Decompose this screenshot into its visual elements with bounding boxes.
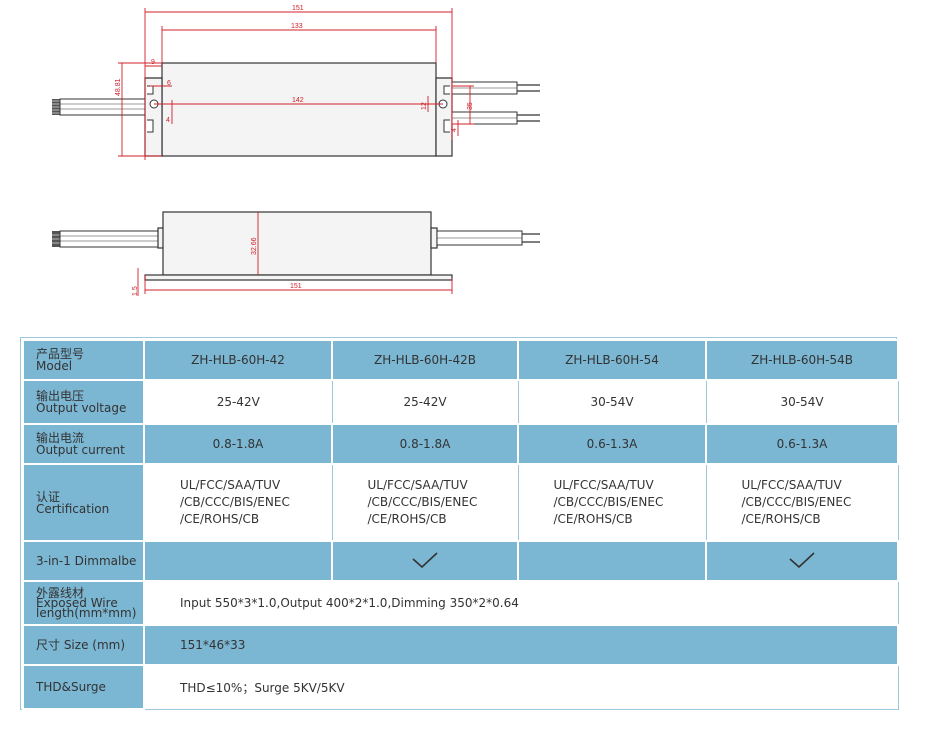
dim-slot-a: 6: [167, 80, 171, 87]
model-4: ZH-HLB-60H-54B: [705, 339, 899, 381]
row-voltage: 输出电压 Output voltage 25-42V 25-42V 30-54V…: [22, 379, 899, 425]
voltage-label: 输出电压 Output voltage: [22, 379, 145, 425]
checkmark-icon: [789, 551, 815, 568]
side-view: 32.66 151 1.5: [52, 211, 540, 296]
certification-label: 认证 Certification: [22, 463, 145, 542]
certification-2: UL/FCC/SAA/TUV /CB/CCC/BIS/ENEC /CE/ROHS…: [331, 463, 519, 542]
voltage-2: 25-42V: [331, 379, 519, 425]
size-value: 151*46*33: [143, 624, 899, 666]
voltage-3: 30-54V: [517, 379, 707, 425]
row-thd: THD&Surge THD≤10%；Surge 5KV/5KV: [22, 664, 899, 710]
dimmable-2: [331, 540, 519, 582]
top-view: 151 133 142 48.81 9 6 4 12 35 4: [52, 5, 540, 160]
dimmable-4: [705, 540, 899, 582]
row-dimmable: 3-in-1 Dimmalbe: [22, 540, 899, 582]
size-label: 尺寸 Size (mm): [22, 624, 145, 666]
model-1: ZH-HLB-60H-42: [143, 339, 333, 381]
voltage-4: 30-54V: [705, 379, 899, 425]
dim-hole-span: 142: [292, 97, 304, 104]
thd-value: THD≤10%；Surge 5KV/5KV: [143, 664, 899, 710]
thd-label: THD&Surge: [22, 664, 145, 710]
wire-value: Input 550*3*1.0,Output 400*2*1.0,Dimming…: [143, 580, 899, 626]
dim-right-c: 4: [451, 128, 458, 132]
dim-slot-b: 4: [166, 117, 170, 124]
wire-label: 外露线材 Exposed Wire length(mm*mm): [22, 580, 145, 626]
spec-table: 产品型号 Model ZH-HLB-60H-42 ZH-HLB-60H-42B …: [22, 339, 899, 710]
dim-right-b: 35: [467, 102, 474, 110]
checkmark-icon: [412, 551, 438, 568]
dim-side-length: 151: [290, 283, 302, 290]
row-certification: 认证 Certification UL/FCC/SAA/TUV /CB/CCC/…: [22, 463, 899, 542]
dim-inner-length: 133: [291, 23, 303, 30]
dim-tab-width: 9: [151, 59, 155, 66]
current-4: 0.6-1.3A: [705, 423, 899, 465]
current-2: 0.8-1.8A: [331, 423, 519, 465]
row-size: 尺寸 Size (mm) 151*46*33: [22, 624, 899, 666]
row-model: 产品型号 Model ZH-HLB-60H-42 ZH-HLB-60H-42B …: [22, 339, 899, 381]
dimmable-label: 3-in-1 Dimmalbe: [22, 540, 145, 582]
dimmable-3: [517, 540, 707, 582]
row-wire: 外露线材 Exposed Wire length(mm*mm) Input 55…: [22, 580, 899, 626]
dim-body-height: 32.66: [251, 237, 258, 255]
dim-height: 48.81: [115, 78, 122, 96]
model-3: ZH-HLB-60H-54: [517, 339, 707, 381]
voltage-1: 25-42V: [143, 379, 333, 425]
dimmable-1: [143, 540, 333, 582]
current-3: 0.6-1.3A: [517, 423, 707, 465]
model-label: 产品型号 Model: [22, 339, 145, 381]
technical-drawing: 151 133 142 48.81 9 6 4 12 35 4: [52, 5, 540, 296]
certification-4: UL/FCC/SAA/TUV /CB/CCC/BIS/ENEC /CE/ROHS…: [705, 463, 899, 542]
current-label: 输出电流 Output current: [22, 423, 145, 465]
dim-right-a: 12: [421, 102, 428, 110]
dim-foot-height: 1.5: [132, 286, 139, 296]
current-1: 0.8-1.8A: [143, 423, 333, 465]
dim-overall-length: 151: [292, 5, 304, 12]
certification-1: UL/FCC/SAA/TUV /CB/CCC/BIS/ENEC /CE/ROHS…: [143, 463, 333, 542]
row-current: 输出电流 Output current 0.8-1.8A 0.8-1.8A 0.…: [22, 423, 899, 465]
certification-3: UL/FCC/SAA/TUV /CB/CCC/BIS/ENEC /CE/ROHS…: [517, 463, 707, 542]
model-2: ZH-HLB-60H-42B: [331, 339, 519, 381]
